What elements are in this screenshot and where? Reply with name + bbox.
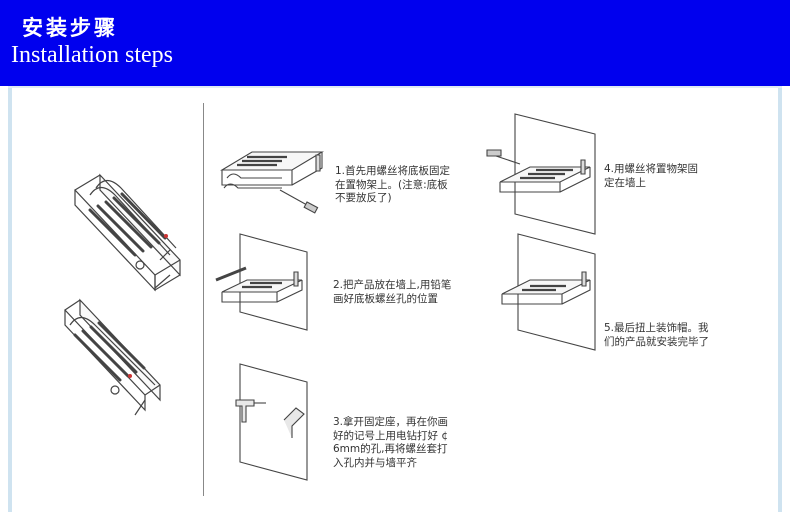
step4-fix-to-wall-illustration xyxy=(485,112,600,237)
step-1-text: 1.首先用螺丝将底板固定 在置物架上。(注意:底板 不要放反了) xyxy=(335,165,450,206)
vertical-divider xyxy=(203,103,204,496)
step3-drill-holes-illustration xyxy=(232,362,312,482)
step5-caps-illustration xyxy=(490,232,600,352)
step-5-text: 5.最后扭上装饰帽。我 们的产品就安装完毕了 xyxy=(604,322,709,349)
step1-screw-baseplate-illustration xyxy=(212,140,330,220)
title-english: Installation steps xyxy=(11,42,173,69)
step-2-text: 2.把产品放在墙上,用铅笔 画好底板螺丝孔的位置 xyxy=(333,279,451,306)
step2-mark-wall-illustration xyxy=(212,232,312,332)
assembled-rack-drawing xyxy=(60,160,200,420)
header-banner: 安装步骤 Installation steps xyxy=(0,0,790,86)
step-4-text: 4.用螺丝将置物架固 定在墙上 xyxy=(604,163,698,190)
step-3-text: 3.拿开固定座，再在你画 好的记号上用电钻打好 ¢ 6mm的孔,再将螺丝套打 入… xyxy=(333,416,448,470)
title-chinese: 安装步骤 xyxy=(22,12,118,42)
